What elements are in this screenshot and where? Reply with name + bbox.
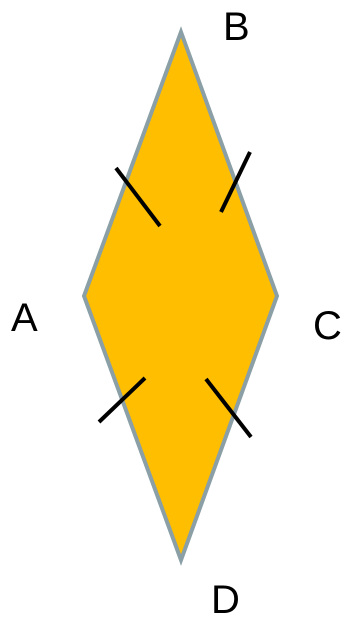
vertex-label-d: D: [211, 578, 240, 617]
vertex-label-a: A: [11, 296, 38, 340]
tick-mark-da: [97, 376, 147, 424]
rhombus-shape: [81, 26, 280, 566]
tick-mark-ab: [114, 166, 162, 228]
tick-mark-cd: [204, 377, 253, 439]
vertex-label-b: B: [223, 5, 250, 49]
vertex-label-c: C: [313, 304, 342, 348]
tick-mark-bc: [219, 151, 252, 213]
